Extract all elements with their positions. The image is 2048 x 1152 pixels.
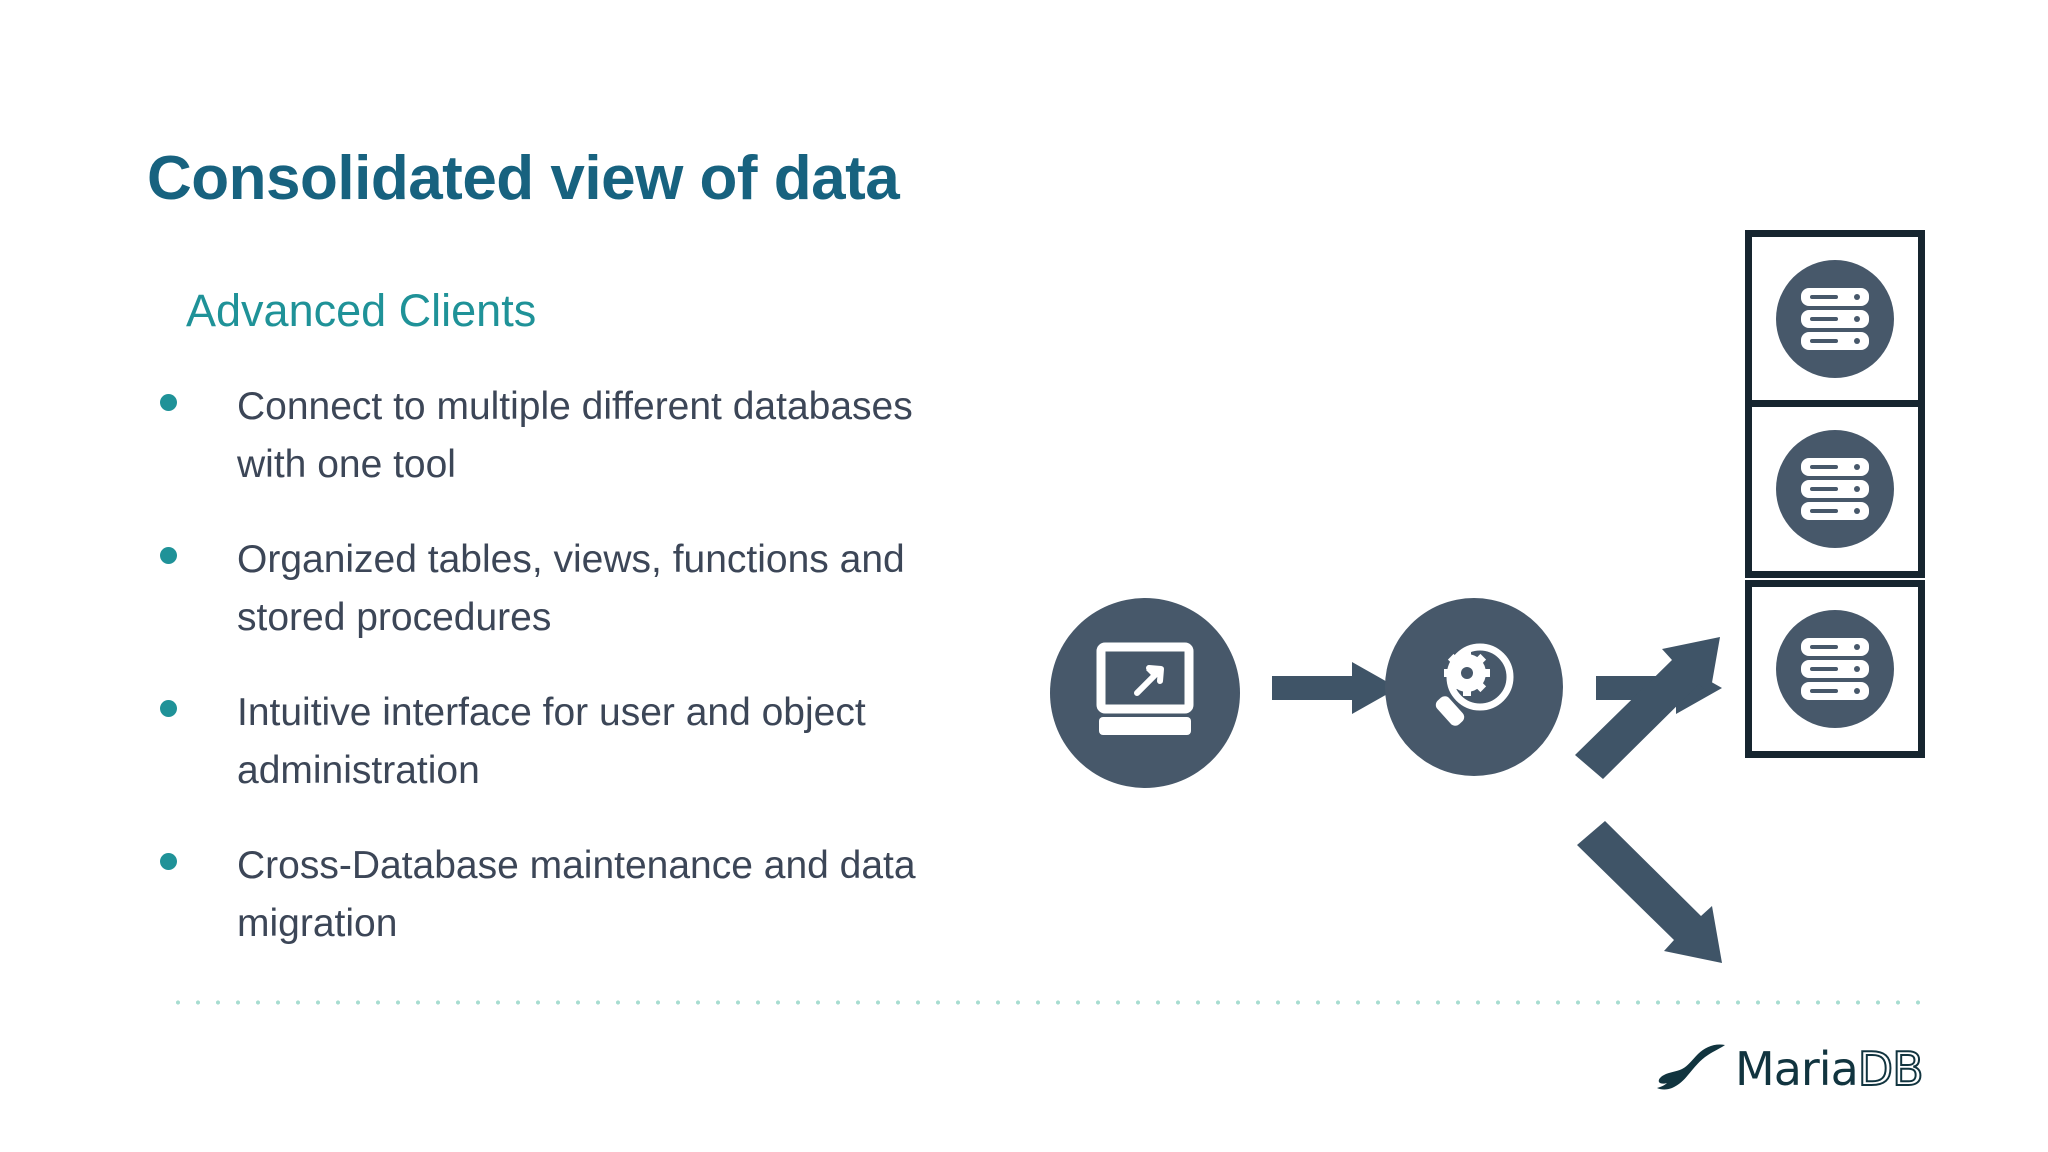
diagram-node-tool[interactable] xyxy=(1385,598,1563,776)
list-item-label: Cross-Database maintenance and data migr… xyxy=(237,844,916,945)
brand-name-solid: Maria xyxy=(1735,1042,1859,1096)
list-item-label: Connect to multiple different databases … xyxy=(237,385,913,486)
list-item: Cross-Database maintenance and data migr… xyxy=(160,837,990,953)
arrow-tool-to-database-1 xyxy=(1575,637,1720,779)
list-item: Connect to multiple different databases … xyxy=(160,378,990,494)
mariadb-seal-icon xyxy=(1655,1041,1729,1098)
footer-divider xyxy=(168,1000,1928,1005)
bullet-dot-icon xyxy=(160,853,177,870)
arrow-tool-to-database-2 xyxy=(1596,662,1722,714)
list-item: Intuitive interface for user and object … xyxy=(160,684,990,800)
arrow-client-to-tool xyxy=(1272,662,1398,714)
list-item: Organized tables, views, functions and s… xyxy=(160,531,990,647)
arrow-tool-to-database-3 xyxy=(1577,821,1722,963)
brand-name-outline: DB xyxy=(1857,1041,1925,1097)
server-stack-icon xyxy=(1776,430,1894,548)
diagram-node-database-2[interactable] xyxy=(1745,400,1925,578)
section-subtitle: Advanced Clients xyxy=(186,285,537,336)
laptop-cursor-icon xyxy=(1089,641,1201,746)
mariadb-logo: MariaDB xyxy=(1655,1038,1930,1100)
bullet-dot-icon xyxy=(160,700,177,717)
diagram-node-client[interactable] xyxy=(1050,598,1240,788)
page-title: Consolidated view of data xyxy=(147,144,900,213)
bullet-dot-icon xyxy=(160,547,177,564)
server-stack-icon xyxy=(1776,610,1894,728)
list-item-label: Intuitive interface for user and object … xyxy=(237,691,866,792)
architecture-diagram xyxy=(1000,230,2000,970)
list-item-label: Organized tables, views, functions and s… xyxy=(237,538,905,639)
bullet-list: Connect to multiple different databases … xyxy=(160,378,990,990)
diagram-node-database-3[interactable] xyxy=(1745,580,1925,758)
diagram-node-database-1[interactable] xyxy=(1745,230,1925,408)
bullet-dot-icon xyxy=(160,394,177,411)
magnifier-gear-icon xyxy=(1422,633,1526,742)
server-stack-icon xyxy=(1776,260,1894,378)
mariadb-wordmark: MariaDB xyxy=(1735,1041,1925,1097)
